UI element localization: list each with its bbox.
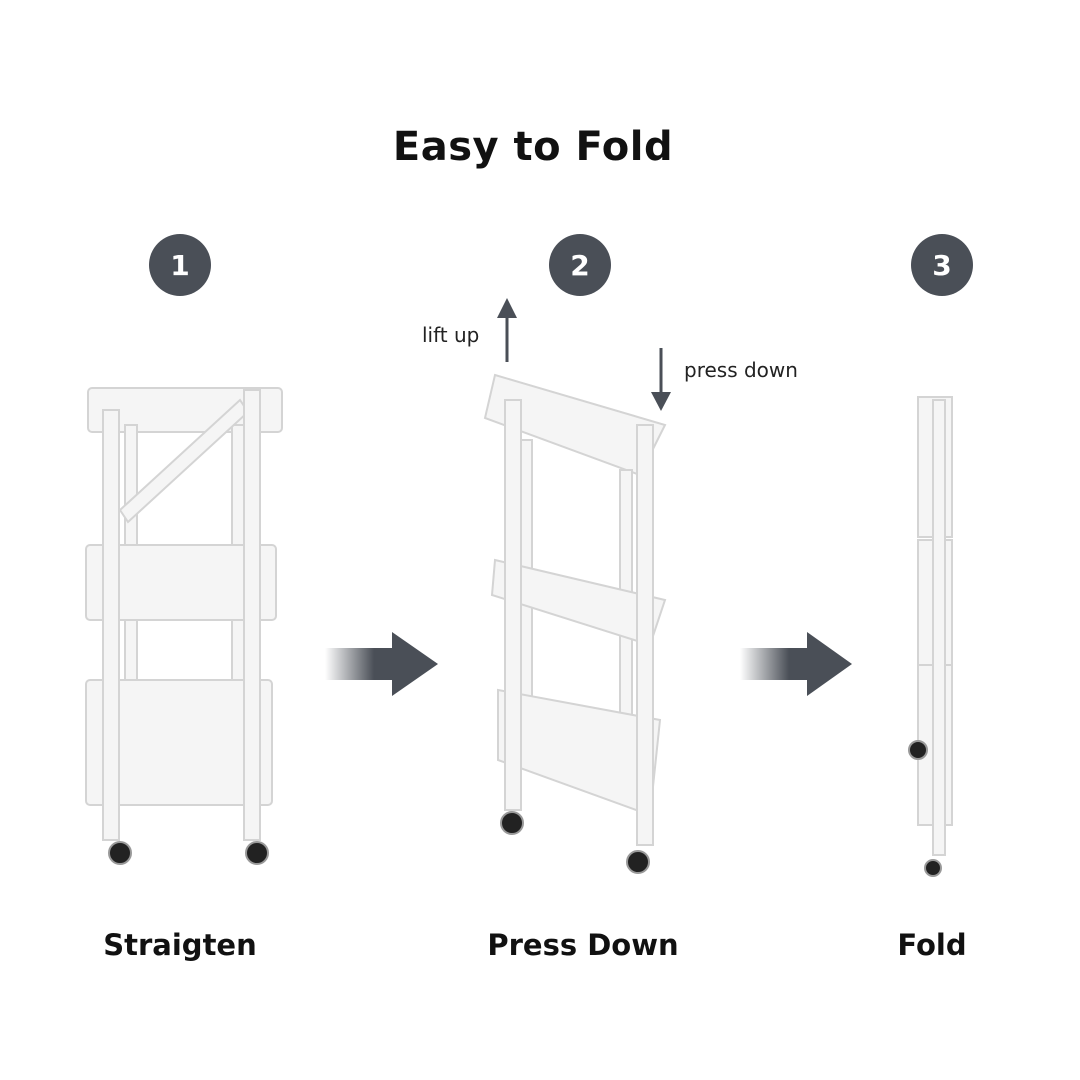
next-arrow-icon [740, 632, 852, 696]
press-down-arrow-icon [651, 348, 671, 411]
cart-folding [483, 373, 667, 874]
step-2-label: Press Down [487, 928, 679, 962]
lift-up-note: lift up [422, 323, 480, 347]
page-title: Easy to Fold [392, 124, 674, 170]
lift-up-arrow-icon [497, 298, 517, 362]
step-1-badge: 1 [149, 234, 211, 296]
cart-folded [908, 396, 953, 877]
cart-upright [85, 387, 283, 865]
next-arrow-icon [325, 632, 438, 696]
step-3-label: Fold [897, 928, 967, 962]
press-down-note: press down [684, 358, 798, 382]
step-1-label: Straigten [103, 928, 257, 962]
step-3-badge: 3 [911, 234, 973, 296]
step-2-badge: 2 [549, 234, 611, 296]
